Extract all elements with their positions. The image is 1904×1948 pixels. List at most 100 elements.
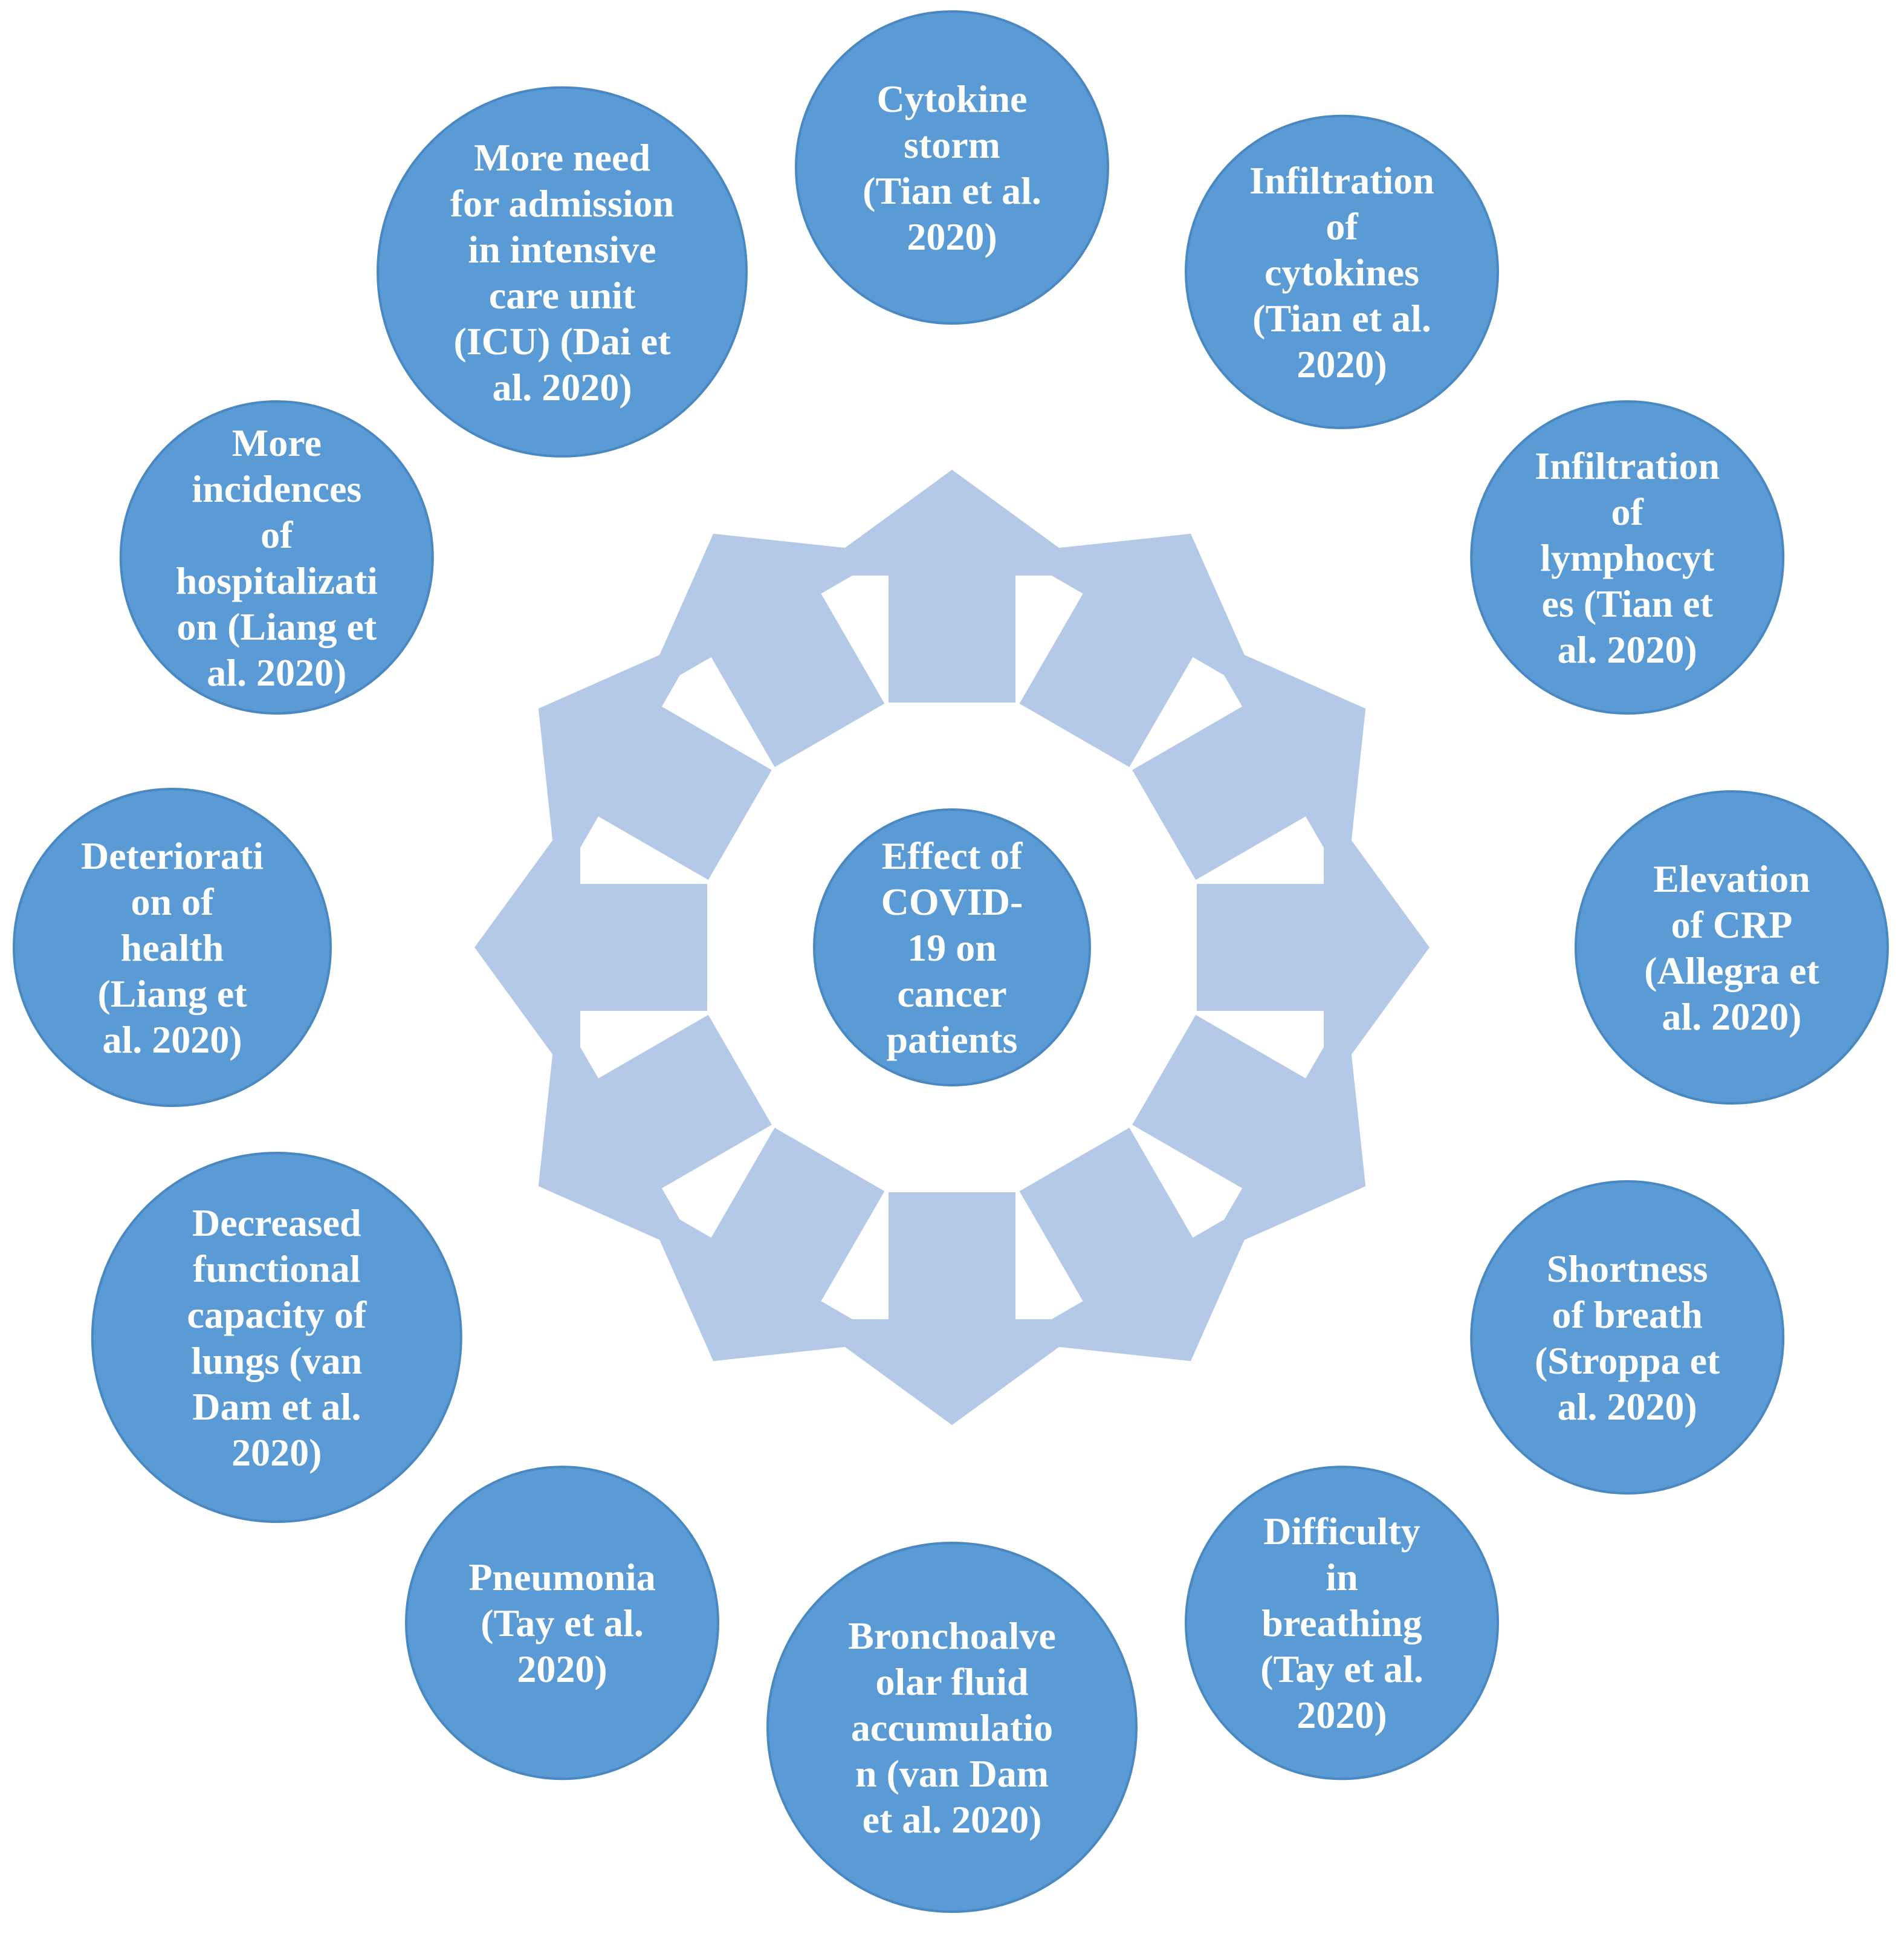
node-infiltration-lymphocytes-line: al. 2020) — [1558, 628, 1697, 671]
node-shortness-of-breath-line: Shortness — [1547, 1247, 1708, 1290]
center-line: cancer — [897, 972, 1006, 1015]
node-elevation-crp-line: of CRP — [1671, 903, 1793, 946]
center-line: 19 on — [907, 926, 997, 969]
node-shortness-of-breath-line: (Stroppa et — [1535, 1339, 1720, 1382]
center-line: COVID- — [881, 880, 1023, 923]
center-line: patients — [887, 1018, 1018, 1061]
node-pneumonia: Pneumonia(Tay et al.2020) — [405, 1466, 719, 1781]
node-circle — [405, 1466, 719, 1781]
node-pneumonia-text: Pneumonia(Tay et al.2020) — [468, 1556, 655, 1690]
node-icu-admission-line: for admission — [450, 182, 674, 225]
arrow-to-difficulty-breathing — [1012, 1128, 1264, 1362]
node-circle — [377, 86, 748, 458]
node-circle — [13, 788, 332, 1107]
node-cytokine-storm-line: (Tian et al. — [863, 169, 1041, 212]
node-deterioration-of-health-line: Deteriorati — [81, 834, 264, 877]
node-infiltration-cytokines-line: 2020) — [1297, 343, 1387, 386]
node-pneumonia-line: 2020) — [517, 1648, 607, 1690]
node-bronchoalveolar-fluid-line: Bronchoalve — [848, 1614, 1056, 1657]
node-icu-admission-line: care unit — [489, 274, 636, 317]
node-infiltration-cytokines-line: (Tian et al. — [1252, 297, 1431, 340]
node-decreased-lung-capacity-line: lungs (van — [191, 1339, 362, 1382]
node-hospitalization-line: incidences — [192, 467, 361, 510]
node-hospitalization-line: More — [232, 421, 322, 464]
arrow-to-cytokine-storm — [807, 470, 1097, 703]
node-decreased-lung-capacity-line: Decreased — [192, 1201, 361, 1244]
node-cytokine-storm-line: Cytokine — [877, 77, 1028, 120]
node-infiltration-cytokines-line: cytokines — [1264, 251, 1419, 294]
arrow-to-pneumonia — [640, 1128, 892, 1362]
node-infiltration-lymphocytes-line: es (Tian et — [1542, 582, 1714, 625]
node-shortness-of-breath-line: of breath — [1552, 1293, 1702, 1336]
node-deterioration-of-health-line: on of — [131, 880, 215, 923]
node-circle — [1470, 1180, 1785, 1495]
node-difficulty-breathing-line: 2020) — [1297, 1693, 1387, 1736]
node-deterioration-of-health-line: health — [121, 926, 224, 969]
arrows-layer — [474, 470, 1430, 1425]
arrow-to-infiltration-lymphocytes — [1132, 635, 1366, 888]
node-elevation-crp-line: al. 2020) — [1662, 995, 1801, 1038]
node-hospitalization-line: on (Liang et — [176, 605, 377, 648]
node-decreased-lung-capacity-line: Dam et al. — [192, 1385, 361, 1428]
node-deterioration-of-health-line: (Liang et — [97, 972, 247, 1015]
node-icu-admission-line: in intensive — [468, 228, 656, 271]
node-bronchoalveolar-fluid-line: accumulatio — [851, 1706, 1053, 1749]
node-circle — [795, 10, 1109, 325]
node-circle — [1470, 400, 1785, 715]
node-cytokine-storm-line: 2020) — [907, 215, 997, 258]
node-hospitalization-line: al. 2020) — [207, 651, 346, 694]
arrow-to-shortness-of-breath — [1132, 1007, 1366, 1259]
node-infiltration-lymphocytes-line: Infiltration — [1535, 444, 1720, 487]
arrow-to-icu-admission — [640, 533, 892, 767]
arrow-to-infiltration-cytokines — [1012, 533, 1264, 767]
node-bronchoalveolar-fluid-line: n (van Dam — [855, 1752, 1049, 1795]
node-infiltration-cytokines-line: Infiltration — [1249, 159, 1434, 202]
arrow-to-elevation-crp — [1197, 802, 1430, 1093]
node-icu-admission-line: al. 2020) — [492, 366, 632, 409]
center-line: Effect of — [882, 834, 1023, 877]
node-infiltration-lymphocytes-line: lymphocyt — [1540, 536, 1715, 579]
node-hospitalization-line: hospitalizati — [176, 559, 378, 602]
node-circle — [1575, 790, 1889, 1105]
node-infiltration-cytokines-line: of — [1326, 205, 1358, 248]
arrow-to-hospitalization — [538, 635, 772, 888]
node-circle — [766, 1542, 1138, 1913]
node-bronchoalveolar-fluid-line: et al. 2020) — [863, 1798, 1042, 1841]
node-circle — [1185, 114, 1499, 429]
node-decreased-lung-capacity-line: capacity of — [187, 1293, 367, 1336]
node-elevation-crp-line: Elevation — [1653, 857, 1810, 900]
node-elevation-crp-line: (Allegra et — [1644, 949, 1819, 992]
node-hospitalization-line: of — [261, 513, 293, 556]
node-infiltration-lymphocytes-line: of — [1611, 490, 1644, 533]
node-bronchoalveolar-fluid-line: olar fluid — [875, 1660, 1028, 1703]
arrow-to-decreased-lung-capacity — [538, 1007, 772, 1259]
node-icu-admission-line: (ICU) (Dai et — [454, 320, 672, 363]
node-difficulty-breathing-line: (Tay et al. — [1260, 1648, 1423, 1690]
node-decreased-lung-capacity-line: functional — [193, 1247, 360, 1290]
